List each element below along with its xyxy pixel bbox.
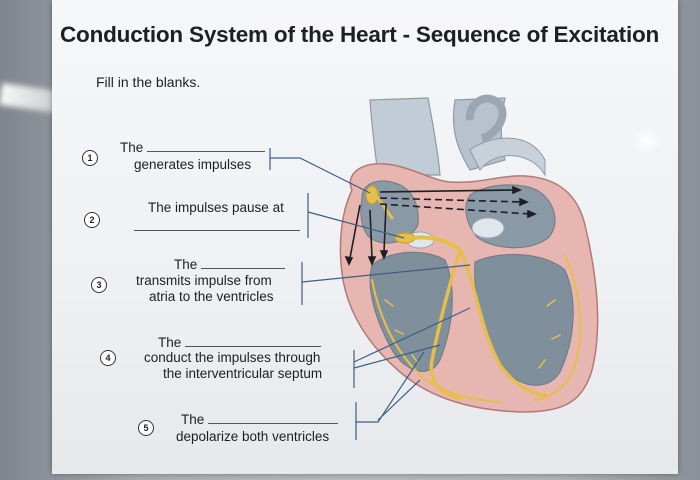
item-5-line2: depolarize both ventricles: [176, 429, 330, 444]
item-number-2: 2: [84, 212, 100, 228]
item-2-blank[interactable]: [134, 230, 300, 231]
item-4-line1: The: [158, 335, 322, 350]
item-2-line1: The impulses pause at: [148, 200, 284, 215]
item-3-line3: atria to the ventricles: [149, 289, 274, 304]
item-number-3: 3: [91, 277, 107, 293]
item-1-text: The: [120, 140, 144, 155]
page-title: Conduction System of the Heart - Sequenc…: [60, 22, 660, 47]
heart-muscle: [339, 163, 599, 413]
item-3-blank[interactable]: [201, 268, 286, 269]
impulse-arrows: [344, 185, 538, 267]
item-3-line1: The: [174, 257, 286, 272]
item-4-line3: the interventricular septum: [163, 366, 323, 381]
light-glare-right: [632, 128, 662, 154]
instructions: Fill in the blanks.: [96, 74, 201, 90]
item-number-1: 1: [82, 150, 98, 166]
item-3-line2: transmits impulse from: [136, 273, 272, 288]
leader-lines: [269, 148, 471, 440]
great-vessels: [369, 94, 546, 177]
item-number-5: 5: [138, 420, 154, 436]
item-1-blank[interactable]: [147, 151, 266, 152]
item-5-text: The: [181, 412, 205, 427]
item-1-line1: The: [120, 140, 266, 155]
conduction-pathway: [365, 185, 582, 403]
item-5-line1: The: [181, 412, 339, 427]
item-5-blank[interactable]: [208, 423, 339, 424]
item-number-4: 4: [100, 350, 116, 366]
item-3-text: The: [174, 257, 198, 272]
item-4-line2: conduct the impulses through: [144, 350, 321, 365]
item-4-text: The: [158, 335, 182, 350]
item-1-line2: generates impulses: [134, 157, 252, 172]
item-4-blank[interactable]: [185, 346, 322, 347]
